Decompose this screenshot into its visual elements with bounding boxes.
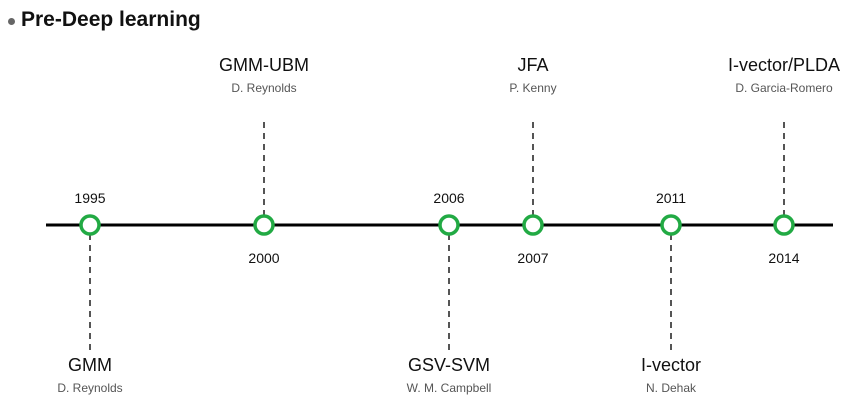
event-year: 2011 [656, 190, 686, 206]
event-name: JFA [517, 55, 548, 75]
section-title: Pre-Deep learning [21, 8, 201, 31]
timeline-node [253, 214, 275, 236]
event-year: 2007 [517, 250, 548, 266]
event-name: GSV-SVM [408, 355, 490, 375]
event-author: N. Dehak [646, 381, 697, 395]
timeline-node [79, 214, 101, 236]
event-year: 2006 [433, 190, 464, 206]
event-author: W. M. Campbell [407, 381, 492, 395]
event-name: I-vector [641, 355, 701, 375]
timeline-node [522, 214, 544, 236]
event-author: D. Reynolds [57, 381, 122, 395]
event-name: GMM-UBM [219, 55, 309, 75]
event-year: 2000 [248, 250, 279, 266]
event-name: I-vector/PLDA [728, 55, 840, 75]
timeline-node [438, 214, 460, 236]
event-year: 1995 [74, 190, 105, 206]
section-header: Pre-Deep learning [8, 5, 201, 35]
bullet-icon [8, 18, 15, 25]
event-name: GMM [68, 355, 112, 375]
event-author: D. Reynolds [231, 81, 296, 95]
event-year: 2014 [768, 250, 799, 266]
event-author: D. Garcia-Romero [735, 81, 833, 95]
timeline-node [660, 214, 682, 236]
timeline-node [773, 214, 795, 236]
event-author: P. Kenny [509, 81, 556, 95]
